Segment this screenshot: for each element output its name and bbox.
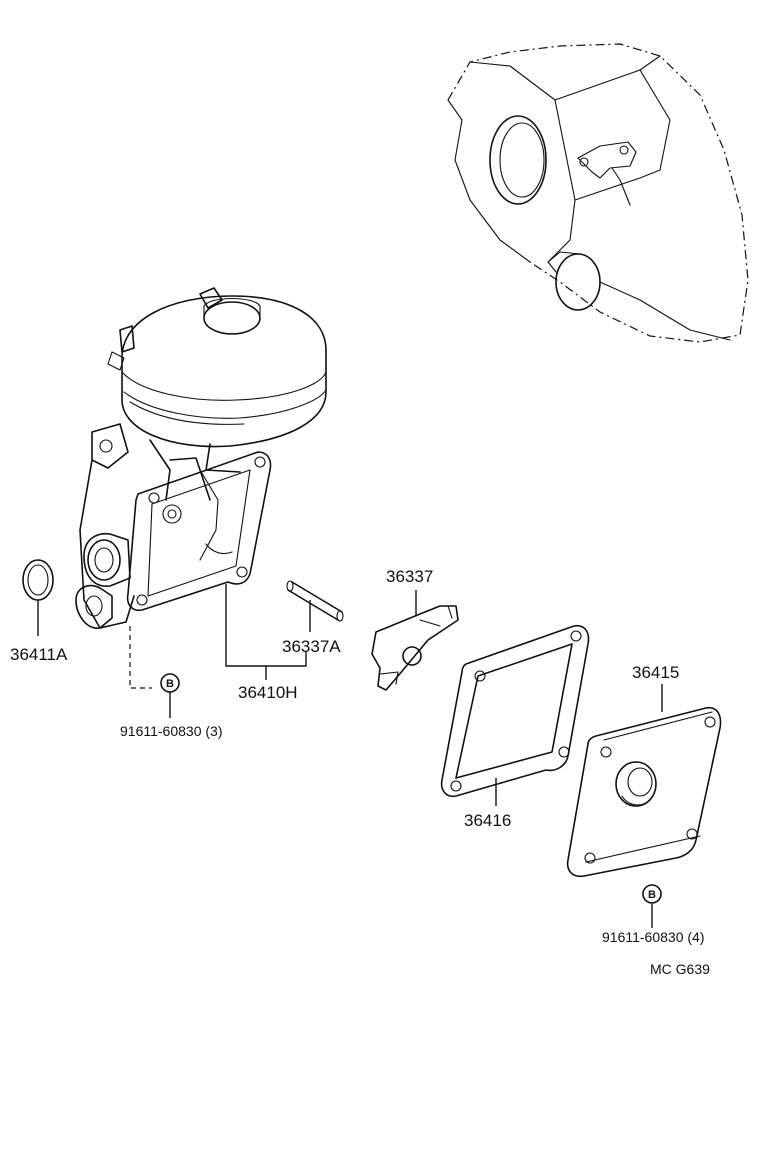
pin-drawing (286, 580, 344, 622)
diagram-code: MC G639 (650, 961, 710, 977)
leader-lines (37, 584, 663, 928)
label-bolt-left: 91611-60830 (3) (120, 723, 222, 739)
lever-drawing (371, 605, 459, 691)
label-cover: 36415 (632, 663, 679, 682)
svg-text:B: B (166, 678, 174, 690)
label-o-ring: 36411A (10, 645, 68, 664)
vacuum-actuator-drawing (75, 287, 327, 629)
o-ring-drawing (22, 559, 54, 601)
cover-drawing (566, 706, 722, 878)
bolt-symbol-left: B (160, 673, 180, 693)
transfer-case-housing (447, 43, 749, 343)
label-pin: 36337A (282, 637, 341, 656)
label-lever: 36337 (386, 567, 433, 586)
gasket-drawing (440, 624, 590, 798)
label-vacuum-actuator: 36410H (238, 683, 298, 702)
bolt-symbol-right: B (642, 884, 662, 904)
label-gasket: 36416 (464, 811, 511, 830)
svg-text:B: B (648, 889, 656, 901)
label-bolt-right: 91611-60830 (4) (602, 929, 704, 945)
